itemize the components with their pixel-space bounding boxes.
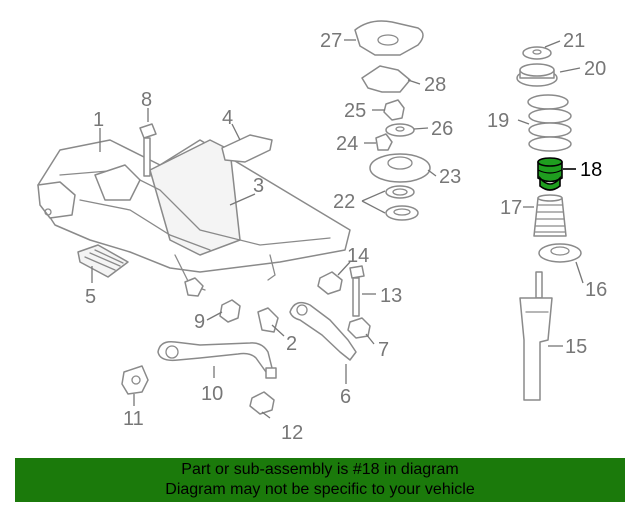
callout-24: 24 (336, 133, 358, 155)
callout-7: 7 (378, 339, 389, 361)
callout-19: 19 (487, 110, 509, 132)
callout-2: 2 (286, 333, 297, 355)
part-5-shield (77, 244, 129, 278)
part-4-bracket (221, 134, 273, 163)
part-22-seat-upper (385, 185, 415, 199)
callout-9: 9 (194, 311, 205, 333)
callout-4: 4 (222, 107, 233, 129)
callout-17: 17 (500, 197, 522, 219)
part-15-strut (519, 271, 553, 401)
callout-25: 25 (344, 100, 366, 122)
callout-13: 13 (380, 285, 402, 307)
part-21-cap (522, 46, 552, 60)
part-18-bump-stop (537, 157, 563, 191)
callout-14: 14 (347, 245, 369, 267)
callout-1: 1 (93, 109, 104, 131)
part-28-bracket (361, 65, 411, 93)
callout-23: 23 (439, 166, 461, 188)
callout-22: 22 (333, 191, 355, 213)
part-9-nut (219, 299, 241, 323)
part-22-seat-lower (385, 205, 419, 221)
callout-28: 28 (424, 74, 446, 96)
part-23-strut-mount (369, 153, 431, 183)
part-25-nut (383, 99, 405, 121)
banner-line-1: Part or sub-assembly is #18 in diagram (181, 461, 459, 478)
callout-11: 11 (123, 408, 144, 430)
callout-5: 5 (85, 286, 96, 308)
callout-16: 16 (585, 279, 607, 301)
part-1-frame-bracket (37, 164, 141, 219)
callout-10: 10 (201, 383, 223, 405)
info-banner: Part or sub-assembly is #18 in diagram D… (15, 458, 625, 502)
part-3-crossmember (37, 139, 351, 297)
callout-26: 26 (431, 118, 453, 140)
callout-15: 15 (565, 336, 587, 358)
part-27-mount-plate (354, 20, 424, 56)
callout-20: 20 (584, 58, 606, 80)
callout-3: 3 (253, 175, 264, 197)
callout-labels: 1 2 3 4 5 6 7 8 9 10 11 12 13 14 15 16 1… (85, 30, 607, 444)
part-17-dust-boot (533, 194, 567, 237)
part-19-coil-spring (527, 94, 572, 152)
parts-diagram: 1 2 3 4 5 6 7 8 9 10 11 12 13 14 15 16 1… (37, 20, 607, 444)
callout-12: 12 (281, 422, 303, 444)
callout-8: 8 (141, 89, 152, 111)
part-10-control-arm (157, 340, 277, 379)
part-6-tension-strut (289, 301, 357, 361)
part-8-bolt (139, 123, 157, 177)
part-12-nut (249, 391, 275, 415)
part-13-bolt (349, 265, 365, 317)
callout-18: 18 (580, 159, 602, 181)
part-11-bushing (121, 365, 149, 395)
callout-27: 27 (320, 30, 342, 52)
part-16-spring-seat (538, 243, 582, 263)
part-20-upper-mount (516, 63, 558, 87)
callout-21: 21 (563, 30, 585, 52)
part-26-washer (385, 123, 415, 137)
part-24-nut (375, 133, 393, 151)
part-14-nut (317, 271, 343, 295)
banner-line-2: Diagram may not be specific to your vehi… (165, 481, 475, 498)
leader-lines (91, 39, 584, 419)
callout-6: 6 (340, 386, 351, 408)
